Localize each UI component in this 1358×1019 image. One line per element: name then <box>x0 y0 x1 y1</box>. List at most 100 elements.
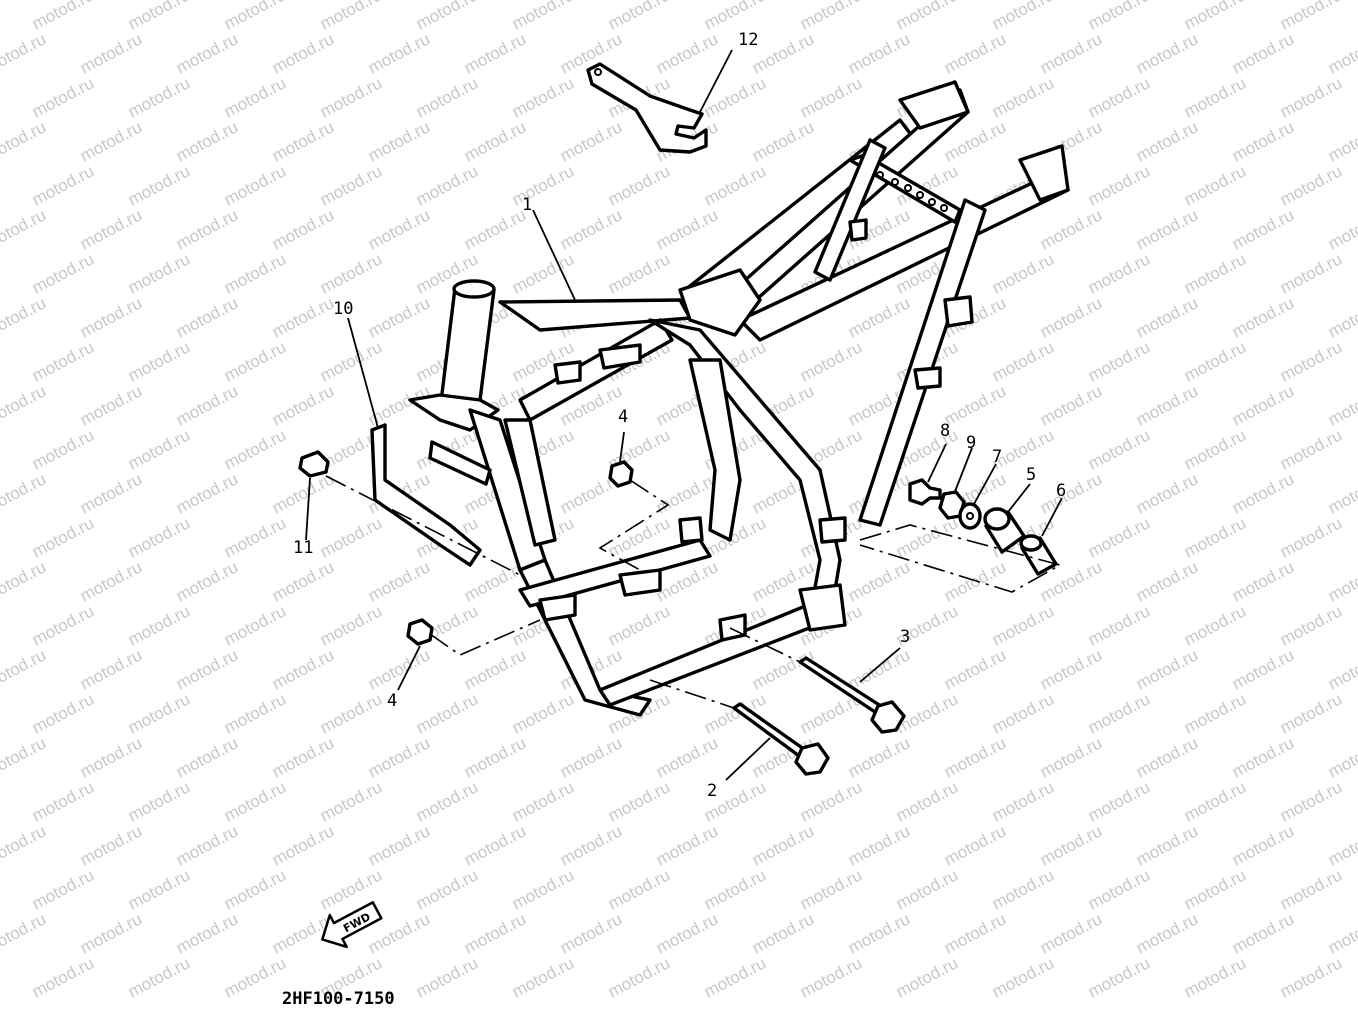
watermark-text: motod.ru <box>653 821 721 869</box>
part-3-bolt <box>798 656 906 734</box>
watermark-text: motod.ru <box>1085 161 1153 209</box>
watermark-text: motod.ru <box>29 601 97 649</box>
watermark-text: motod.ru <box>1085 865 1153 913</box>
watermark-text: motod.ru <box>29 689 97 737</box>
watermark-text: motod.ru <box>989 337 1057 385</box>
watermark-text: motod.ru <box>749 117 817 165</box>
watermark-text: motod.ru <box>173 469 241 517</box>
part-11-bolt <box>298 450 330 478</box>
watermark-text: motod.ru <box>797 777 865 825</box>
watermark-text: motod.ru <box>653 733 721 781</box>
watermark-text: motod.ru <box>1085 953 1153 1001</box>
watermark-text: motod.ru <box>653 29 721 77</box>
watermark-text: motod.ru <box>29 425 97 473</box>
watermark-text: motod.ru <box>509 865 577 913</box>
watermark-text: motod.ru <box>0 205 49 253</box>
part-1-frame <box>408 80 1070 717</box>
watermark-text: motod.ru <box>1037 469 1105 517</box>
watermark-text: motod.ru <box>29 337 97 385</box>
watermark-text: motod.ru <box>1229 557 1297 605</box>
watermark-text: motod.ru <box>0 161 1 209</box>
watermark-text: motod.ru <box>0 381 49 429</box>
watermark-text: motod.ru <box>893 777 961 825</box>
watermark-text: motod.ru <box>989 865 1057 913</box>
watermark-text: motod.ru <box>0 117 49 165</box>
watermark-text: motod.ru <box>1277 249 1345 297</box>
watermark-text: motod.ru <box>221 425 289 473</box>
watermark-text: motod.ru <box>0 601 1 649</box>
watermark-text: motod.ru <box>1277 777 1345 825</box>
watermark-text: motod.ru <box>1181 777 1249 825</box>
watermark-text: motod.ru <box>605 953 673 1001</box>
watermark-text: motod.ru <box>0 777 1 825</box>
callout-4-lower: 4 <box>387 691 397 711</box>
watermark-text: motod.ru <box>1037 645 1105 693</box>
watermark-text: motod.ru <box>701 161 769 209</box>
part-12-bracket <box>586 62 708 154</box>
callout-3: 3 <box>900 627 910 647</box>
watermark-text: motod.ru <box>845 733 913 781</box>
watermark-text: motod.ru <box>1181 865 1249 913</box>
watermark-text: motod.ru <box>605 601 673 649</box>
watermark-text: motod.ru <box>365 29 433 77</box>
watermark-text: motod.ru <box>941 381 1009 429</box>
watermark-text: motod.ru <box>1277 337 1345 385</box>
watermark-text: motod.ru <box>941 733 1009 781</box>
watermark-text: motod.ru <box>989 0 1057 34</box>
watermark-text: motod.ru <box>29 73 97 121</box>
watermark-text: motod.ru <box>221 337 289 385</box>
watermark-text: motod.ru <box>77 117 145 165</box>
watermark-text: motod.ru <box>269 117 337 165</box>
watermark-text: motod.ru <box>317 161 385 209</box>
watermark-text: motod.ru <box>173 821 241 869</box>
watermark-text: motod.ru <box>125 513 193 561</box>
watermark-text: motod.ru <box>461 205 529 253</box>
watermark-text: motod.ru <box>797 865 865 913</box>
watermark-text: motod.ru <box>1085 601 1153 649</box>
part-6-collar <box>1019 534 1058 576</box>
watermark-text: motod.ru <box>269 205 337 253</box>
watermark-text: motod.ru <box>701 865 769 913</box>
watermark-text: motod.ru <box>557 909 625 957</box>
watermark-text: motod.ru <box>269 293 337 341</box>
watermark-text: motod.ru <box>989 249 1057 297</box>
watermark-text: motod.ru <box>845 557 913 605</box>
watermark-text: motod.ru <box>1133 469 1201 517</box>
watermark-text: motod.ru <box>77 205 145 253</box>
assembly-lines <box>325 475 1063 709</box>
watermark-text: motod.ru <box>509 161 577 209</box>
watermark-text: motod.ru <box>1325 29 1358 77</box>
watermark-text: motod.ru <box>0 689 1 737</box>
watermark-text: motod.ru <box>317 689 385 737</box>
watermark-text: motod.ru <box>989 601 1057 649</box>
watermark-text: motod.ru <box>221 73 289 121</box>
watermark-text: motod.ru <box>317 777 385 825</box>
watermark-text: motod.ru <box>413 953 481 1001</box>
watermark-text: motod.ru <box>29 865 97 913</box>
watermark-text: motod.ru <box>1181 0 1249 34</box>
watermark-text: motod.ru <box>1325 205 1358 253</box>
part-4-nut-upper <box>608 460 634 488</box>
watermark-text: motod.ru <box>461 117 529 165</box>
watermark-text: motod.ru <box>1277 953 1345 1001</box>
watermark-text: motod.ru <box>941 909 1009 957</box>
watermark-text: motod.ru <box>845 293 913 341</box>
watermark-text: motod.ru <box>1181 337 1249 385</box>
watermark-text: motod.ru <box>1085 425 1153 473</box>
watermark-text: motod.ru <box>0 733 49 781</box>
watermark-text: motod.ru <box>125 689 193 737</box>
watermark-text: motod.ru <box>77 733 145 781</box>
watermark-text: motod.ru <box>1037 29 1105 77</box>
watermark-text: motod.ru <box>77 381 145 429</box>
watermark-text: motod.ru <box>1085 689 1153 737</box>
watermark-text: motod.ru <box>1133 117 1201 165</box>
watermark-text: motod.ru <box>0 821 49 869</box>
watermark-text: motod.ru <box>365 557 433 605</box>
watermark-text: motod.ru <box>413 865 481 913</box>
watermark-text: motod.ru <box>221 865 289 913</box>
watermark-text: motod.ru <box>461 909 529 957</box>
callout-labels: 1 2 3 4 4 5 6 7 8 9 10 11 12 <box>293 30 1066 801</box>
watermark-text: motod.ru <box>1133 205 1201 253</box>
watermark-text: motod.ru <box>0 953 1 1001</box>
watermark-text: motod.ru <box>125 425 193 473</box>
